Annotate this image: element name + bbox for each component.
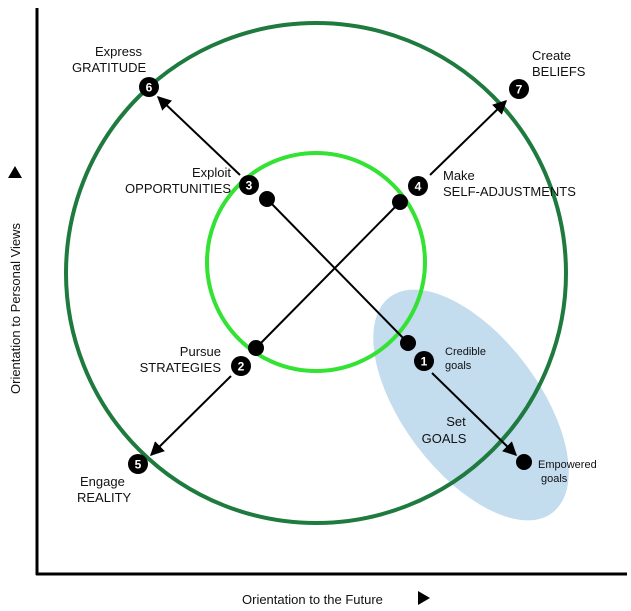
node-7: 7 [509,79,529,99]
node-7-label-line1: Create [532,48,571,63]
node-5-number: 5 [135,458,142,472]
node-2: 2 [231,356,251,376]
node-6: 6 [139,77,159,97]
x-axis-arrow-icon [418,591,430,605]
node-3: 3 [239,175,259,195]
empowered-goals-line1: Empowered [538,459,597,471]
node-3-label-line2: OPPORTUNITIES [125,181,231,196]
inner-circle [205,151,427,373]
node-2-number: 2 [238,360,245,374]
arrow-1-to-empowered [431,372,518,456]
node-6-number: 6 [146,81,153,95]
dot-1-inner [400,335,416,351]
node-7-label-line2: BELIEFS [532,64,586,79]
node-4-label-line1: Make [443,168,475,183]
node-6-label-line2: GRATITUDE [72,60,146,75]
arrow-3-to-6 [156,96,241,176]
node-1-label-line2: goals [445,360,472,372]
node-1-number: 1 [421,355,428,369]
set-goals-line2: GOALS [422,431,467,446]
node-4-label-line2: SELF-ADJUSTMENTS [443,184,576,199]
node-2-label-line2: STRATEGIES [140,360,222,375]
node-5: 5 [128,454,148,474]
node-1-label-line1: Credible [445,346,486,358]
node-4: 4 [408,176,428,196]
y-axis-arrow-icon [8,166,22,178]
node-3-label-line1: Exploit [192,165,231,180]
y-axis-label: Orientation to Personal Views [8,222,23,394]
x-axis-label: Orientation to the Future [242,592,383,607]
arrow-2-to-5 [150,375,232,456]
empowered-goals-line2: goals [541,473,568,485]
node-4-number: 4 [415,180,422,194]
node-5-label-line2: REALITY [77,490,132,505]
set-goals-line1: Set [446,414,466,429]
arrow-4-to-7 [429,100,508,176]
node-7-number: 7 [516,83,523,97]
dot-3-inner [259,191,275,207]
node-3-number: 3 [246,179,253,193]
dot-2-inner [248,340,264,356]
dot-empowered [516,454,532,470]
node-1: 1 [414,351,434,371]
outer-circle [64,21,568,525]
node-2-label-line1: Pursue [180,344,221,359]
dot-4-inner [392,194,408,210]
connector-line-2-4 [255,201,401,349]
node-5-label-line1: Engage [80,474,125,489]
connector-line-3-1 [266,198,409,344]
node-6-label-line1: Express [95,44,142,59]
